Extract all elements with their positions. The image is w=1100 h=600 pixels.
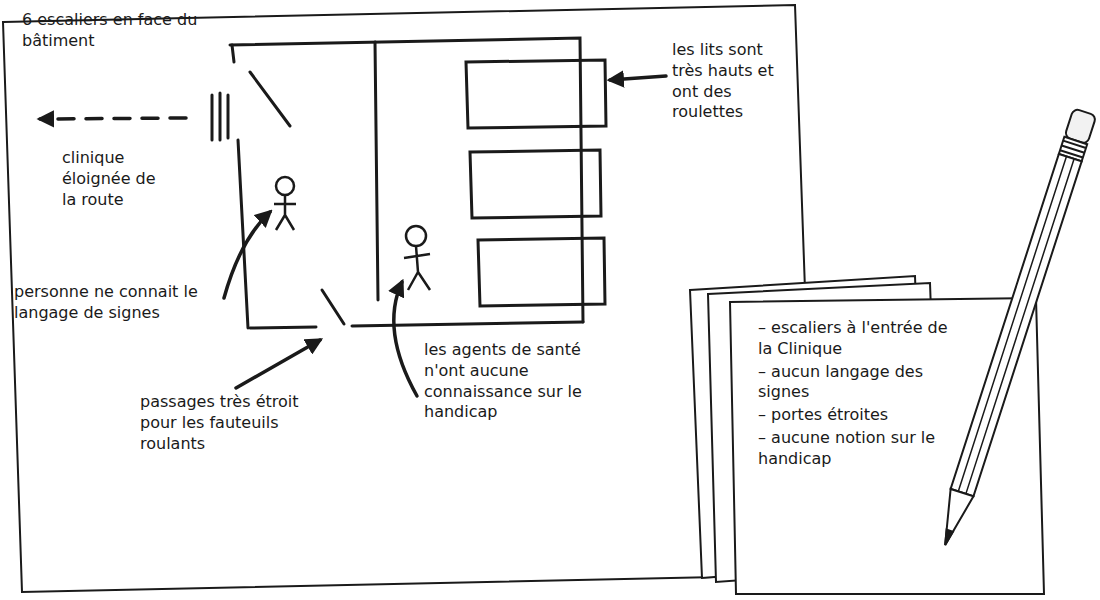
- list-item: – portes étroites: [758, 405, 966, 426]
- annotation: personne ne connait le langage de signes: [14, 282, 224, 324]
- door: [322, 290, 344, 324]
- leader-arrow: [224, 212, 270, 298]
- leader-arrow: [236, 340, 320, 388]
- list-item: – escaliers à l'entrée de la Clinique: [758, 318, 966, 360]
- bed: [466, 60, 606, 128]
- wall: [230, 38, 583, 322]
- bed: [470, 150, 601, 218]
- stick-figure: [404, 226, 430, 290]
- wall: [232, 45, 234, 62]
- pencil-body: [934, 108, 1097, 548]
- annotation: clinique éloignée de la route: [62, 148, 172, 210]
- leader-arrow: [394, 282, 417, 396]
- list-item: – aucune notion sur le handicap: [758, 428, 966, 470]
- inner-wall: [375, 42, 378, 300]
- annotation: passages très étroit pour les fauteuils …: [140, 392, 312, 454]
- dashed-arrow: [40, 118, 186, 119]
- note-sheet: – escaliers à l'entrée de la Clinique– a…: [728, 296, 1048, 596]
- stick-figure: [274, 177, 296, 230]
- list-item: – aucun langage des signes: [758, 362, 966, 404]
- clinic-plan: [212, 38, 606, 328]
- wall: [238, 140, 248, 328]
- bed: [478, 238, 605, 306]
- sheet-shape: [730, 298, 1044, 594]
- door: [250, 72, 290, 126]
- leader-arrow: [610, 76, 666, 80]
- wall: [352, 322, 583, 326]
- wall: [250, 327, 316, 328]
- stairs: [212, 93, 228, 140]
- annotation: les agents de santé n'ont aucune connais…: [424, 340, 592, 423]
- annotation: les lits sont très hauts et ont des roul…: [672, 40, 794, 123]
- annotation: 6 escaliers en face du bâtiment: [22, 10, 202, 52]
